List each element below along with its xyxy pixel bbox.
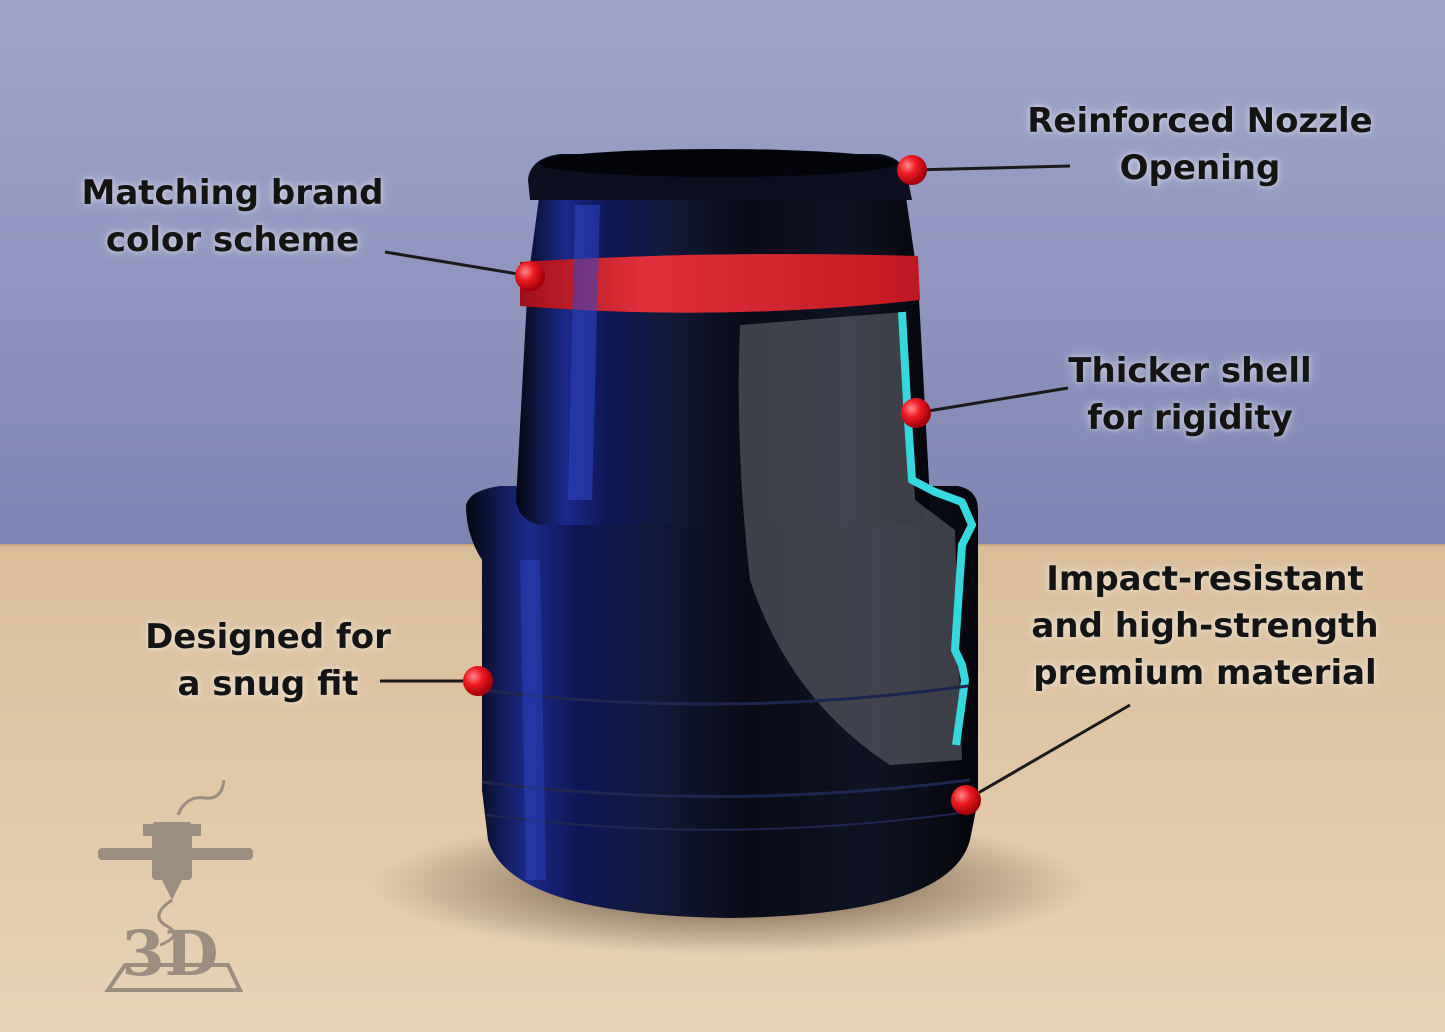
ridge-line-3 [485, 811, 969, 831]
nozzle-opening [538, 149, 898, 177]
callout-line: Matching brand [81, 173, 384, 213]
leader-lines [380, 164, 1131, 802]
build-plate [104, 963, 244, 992]
callout-line: color scheme [105, 220, 360, 260]
printer-nozzle-tip [162, 880, 182, 900]
marker-snug [463, 666, 493, 696]
printer-head-clip-left [143, 824, 153, 836]
marker-brand [515, 261, 545, 291]
logo-3d-mark: 3D [122, 917, 219, 990]
leader-nozzle [911, 164, 1071, 172]
callout-line: Opening [1119, 148, 1281, 188]
callout-line: and high-strength [1031, 606, 1379, 646]
callout-thicker-shell: Thicker shell for rigidity [1040, 348, 1340, 442]
leader-brand [384, 250, 531, 278]
callout-line: for rigidity [1087, 398, 1293, 438]
blue-highlight-lower [520, 560, 546, 880]
shell-cross-section [898, 311, 976, 746]
ridge-line-1 [481, 684, 969, 706]
blue-highlight [568, 205, 600, 500]
marker-shell [901, 398, 931, 428]
callout-line: premium material [1033, 653, 1377, 693]
filament-wire [176, 779, 226, 816]
printer-head [152, 822, 192, 880]
callout-line: a snug fit [177, 664, 359, 704]
callout-line: Thicker shell [1068, 351, 1312, 391]
nozzle-adapter [466, 149, 978, 918]
leader-impact [965, 703, 1131, 802]
callout-line: Designed for [145, 617, 391, 657]
printed-filament [157, 898, 176, 947]
marker-impact [951, 785, 981, 815]
callout-line: Reinforced Nozzle [1027, 101, 1373, 141]
3d-printer-icon: 3D [98, 779, 253, 992]
callout-line: Impact-resistant [1046, 559, 1364, 599]
brand-color-band [520, 254, 920, 313]
callout-matching-brand-color: Matching brand color scheme [60, 170, 405, 264]
printer-head-clip-right [191, 824, 201, 836]
leader-shell [915, 386, 1069, 415]
callout-impact-resistant: Impact-resistant and high-strength premi… [1010, 556, 1400, 697]
ridge-line-2 [481, 778, 971, 799]
callout-snug-fit: Designed for a snug fit [118, 614, 418, 708]
marker-nozzle [897, 155, 927, 185]
callout-reinforced-nozzle-opening: Reinforced Nozzle Opening [1000, 98, 1400, 192]
